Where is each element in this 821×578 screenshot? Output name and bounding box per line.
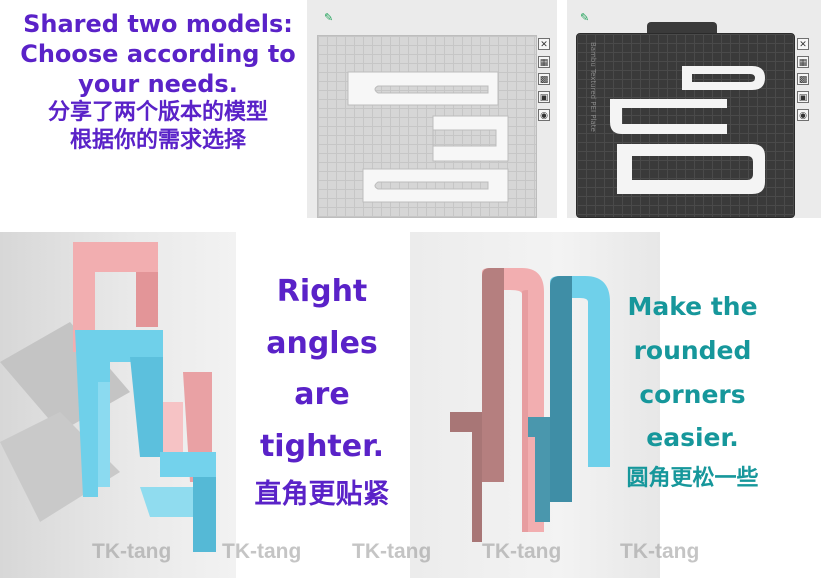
headline-line-2: Choose according to [20,39,296,68]
rounded-line-1: Make the [627,292,758,321]
watermark: TK-tang [482,540,562,563]
rounded-line-4: easier. [646,423,739,453]
pencil-icon[interactable]: ✎ [324,11,334,24]
pencil-icon[interactable]: ✎ [580,11,590,24]
right-angle-line-2: angles [266,325,378,361]
lock-icon[interactable]: ▣ [797,91,809,103]
slicer-panel-rounded-plate: ✎ ✕ ▦ ▩ ▣ ◉ [307,0,557,218]
part-round-top [682,66,765,90]
headline-line-3: your needs. [78,69,238,98]
blue-rounded-part [528,276,610,522]
photo-right-angle-parts [0,232,236,578]
rounded-caption: Make the rounded corners easier. 圆角更松一些 [590,285,795,499]
watermark: TK-tang [620,540,700,563]
part-shadow [0,412,120,522]
part-round-middle [610,99,727,134]
layout-icon[interactable]: ▦ [538,56,550,68]
blue-right-angle-part [75,330,216,552]
headline-line-1: Shared two models: [23,10,293,38]
headline-zh-2: 根据你的需求选择 [69,127,246,153]
photo-rounded-parts [410,232,660,578]
right-angle-parts-svg [0,242,216,552]
right-angle-line-3: are [294,377,350,413]
headline: Shared two models: Choose according to y… [8,10,308,154]
rounded-zh: 圆角更松一些 [626,466,759,491]
lock-icon[interactable]: ▣ [538,91,550,103]
plate-parts-svg [610,66,765,194]
part-round-bottom [617,144,765,194]
watermark: TK-tang [92,540,172,563]
close-icon[interactable]: ✕ [797,38,809,50]
right-angle-caption: Right angles are tighter. 直角更贴紧 [236,266,408,519]
build-plate-dark[interactable] [576,33,795,218]
rounded-line-3: corners [639,379,746,409]
right-angle-line-1: Right [276,274,368,309]
part-u-top [347,71,499,106]
pink-rounded-part [450,268,544,542]
part-u-middle [432,115,509,162]
fill-icon[interactable]: ▩ [797,73,809,85]
headline-zh-1: 分享了两个版本的模型 [47,100,268,126]
build-plate-grey[interactable] [317,35,537,218]
watermark: TK-tang [352,540,432,563]
settings-icon[interactable]: ◉ [538,109,550,121]
right-angle-zh: 直角更贴紧 [254,479,390,511]
rounded-line-2: rounded [633,335,752,365]
part-u-bottom [362,168,509,203]
right-angle-line-4: tighter. [259,428,385,464]
plate-label: Bambu Textured PEI Plate [589,42,597,132]
plate-parts-svg [347,71,509,203]
settings-icon[interactable]: ◉ [797,109,809,121]
layout-icon[interactable]: ▦ [797,56,809,68]
watermark: TK-tang [222,540,302,563]
rounded-parts-svg [450,268,610,542]
fill-icon[interactable]: ▩ [538,73,550,85]
close-icon[interactable]: ✕ [538,38,550,50]
slicer-panel-textured-plate: ✎ Bambu Textured PEI Plate ✕ ▦ ▩ ▣ ◉ [567,0,821,218]
plate-handle [647,22,717,34]
